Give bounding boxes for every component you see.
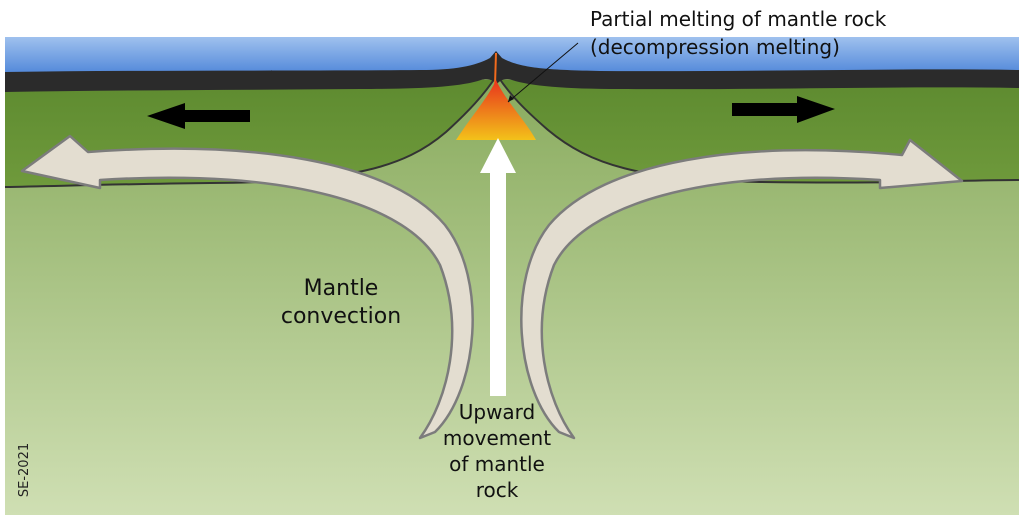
- upward-movement-arrow: [480, 138, 516, 396]
- convection-arrow-right: [520, 138, 964, 440]
- plate-motion-left-arrow: [147, 103, 250, 129]
- convection-arrow-left: [20, 134, 474, 440]
- mantle-convection-label-line1: Mantle: [304, 276, 379, 301]
- upward-movement-label-line1: Upward: [459, 400, 536, 424]
- plate-motion-right-arrow: [732, 96, 835, 123]
- upward-movement-label-line2: movement: [443, 426, 551, 450]
- melting-label-leader-line: [507, 42, 579, 103]
- partial-melting-label-line2: (decompression melting): [590, 35, 840, 59]
- partial-melting-label-line1: Partial melting of mantle rock: [590, 7, 887, 31]
- partial-melting-zone: [456, 80, 536, 140]
- oceanic-crust: [5, 51, 1019, 92]
- upward-movement-label-line4: rock: [476, 478, 519, 502]
- melting-label-leader-arrowhead: [508, 95, 514, 102]
- magma-conduit: [494, 52, 497, 86]
- upward-movement-label-line3: of mantle: [449, 452, 545, 476]
- mantle-convection-label-line2: convection: [281, 304, 401, 329]
- credit-label: SE-2021: [17, 443, 32, 497]
